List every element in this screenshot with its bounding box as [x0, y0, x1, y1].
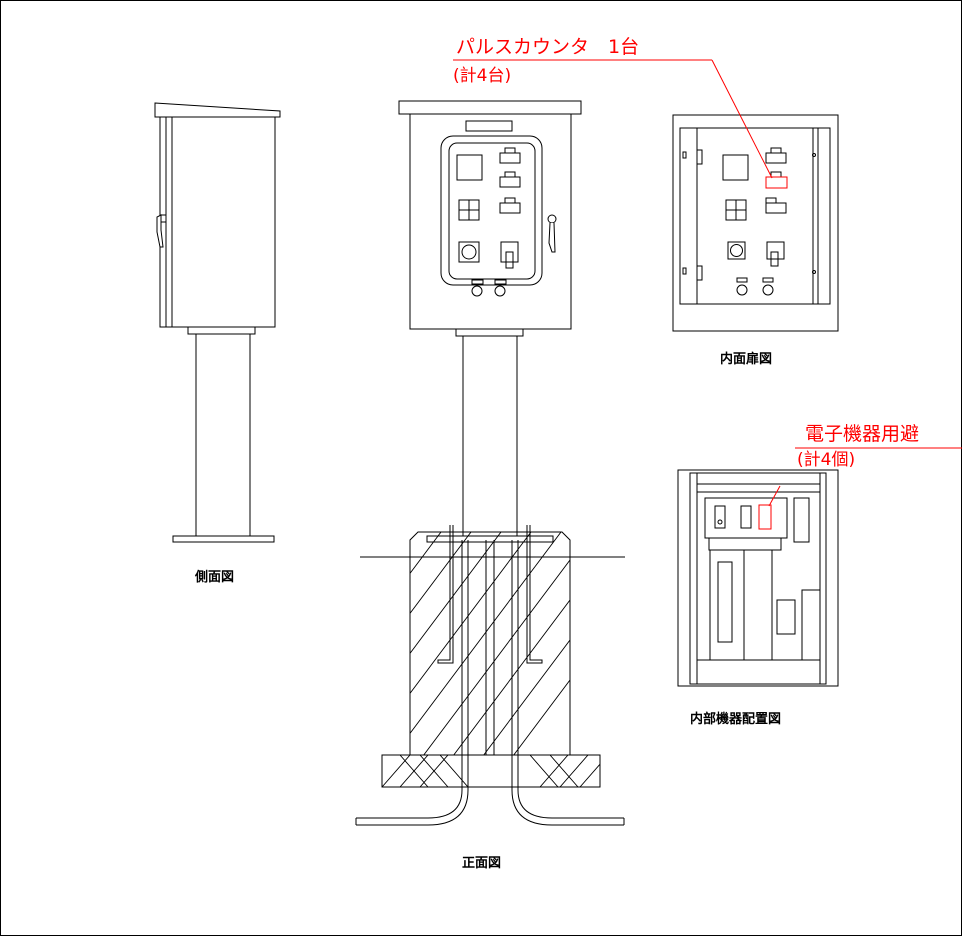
- front-view-drawing: [398, 100, 582, 543]
- internal-layout-drawing: [677, 469, 839, 687]
- pulse-counter-total: (計4台): [453, 66, 512, 86]
- inner-door-drawing: [672, 114, 839, 332]
- caption-internal-layout-view: 内部機器配置図: [690, 712, 782, 727]
- caption-front-view: 正面図: [462, 856, 502, 871]
- surge-arrester-total: (計4個): [797, 450, 856, 470]
- side-view-drawing: [154, 102, 281, 543]
- caption-inner-door-view: 内面扉図: [720, 352, 773, 367]
- caption-side-view: 側面図: [195, 570, 235, 585]
- foundation-drawing: [355, 525, 625, 826]
- annotation-leaders: [453, 59, 962, 507]
- pulse-counter-label: パルスカウンタ 1台: [456, 36, 640, 58]
- surge-arrester-label: 電子機器用避: [805, 423, 920, 445]
